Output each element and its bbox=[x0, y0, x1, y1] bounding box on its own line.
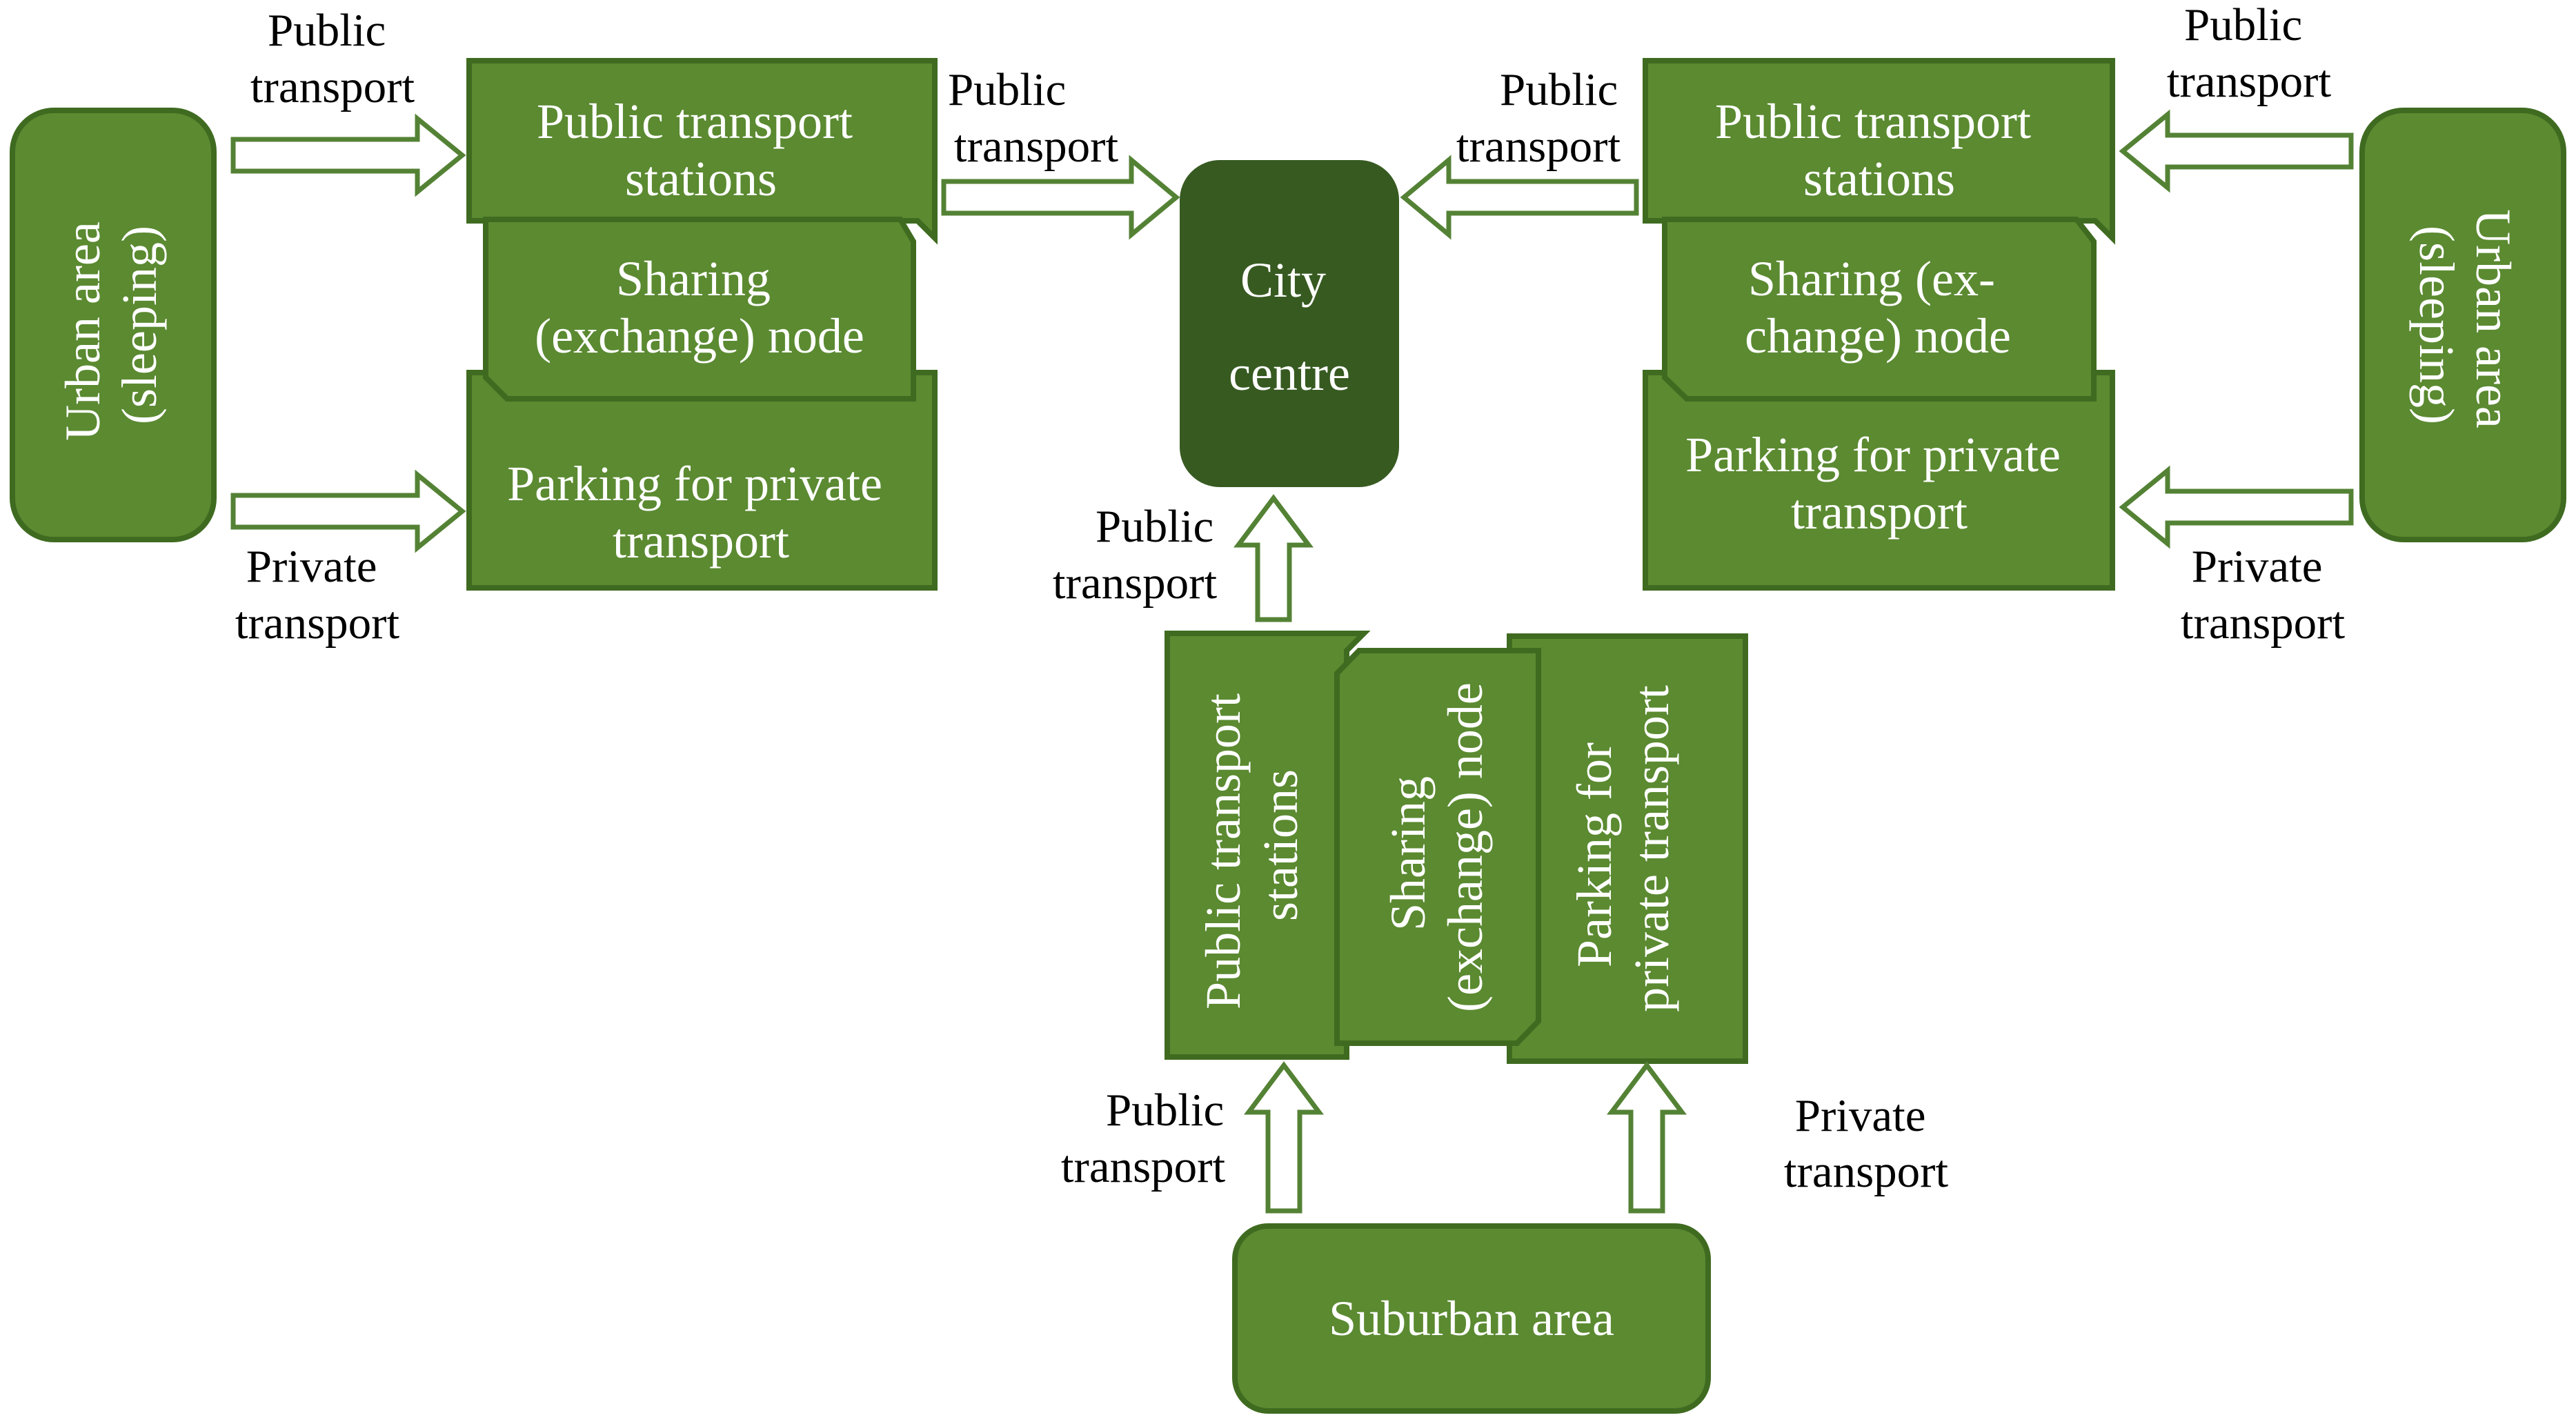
city-centre-box bbox=[1180, 160, 1399, 487]
bottom-sharing-node-text: Sharing (exchange) node bbox=[1380, 682, 1493, 1012]
left-sharing-node-text: Sharing (exchange) node bbox=[535, 251, 864, 364]
suburban-area-box bbox=[1232, 1223, 1711, 1414]
right-pt-stations-text: Public transport stations bbox=[1715, 94, 2043, 206]
right-sharing-node-text: Sharing (ex- change) node bbox=[1745, 251, 2011, 364]
left-sharing-node-box bbox=[483, 217, 916, 402]
bottom-private-in-arrow[interactable] bbox=[1607, 1061, 1687, 1214]
bottom-pt-stations-text: Public transport stations bbox=[1196, 681, 1308, 1009]
left-public-in-arrow[interactable] bbox=[230, 113, 466, 197]
right-public-out-label: Public transport bbox=[1456, 64, 1629, 172]
right-private-in-arrow[interactable] bbox=[2119, 465, 2354, 549]
left-pt-stations-box bbox=[466, 58, 938, 245]
left-private-in-label: Private transport bbox=[235, 541, 400, 649]
right-urban-area-box bbox=[2359, 108, 2566, 542]
left-parking-text: Parking for private transport bbox=[507, 456, 895, 569]
bottom-public-up-label: Public transport bbox=[1053, 501, 1225, 609]
bottom-parking-text: Parking for private transport bbox=[1567, 685, 1679, 1012]
right-public-in-arrow[interactable] bbox=[2119, 109, 2354, 193]
left-private-in-arrow[interactable] bbox=[230, 469, 466, 553]
bottom-cluster: Parking for private transport Public tra… bbox=[1053, 494, 1949, 1414]
right-pt-stations-box bbox=[1643, 58, 2115, 245]
right-public-in-label: Public transport bbox=[2167, 0, 2332, 107]
left-public-out-arrow[interactable] bbox=[941, 155, 1180, 240]
right-sharing-node-box bbox=[1662, 217, 2097, 402]
left-urban-area-box bbox=[10, 108, 217, 542]
left-public-out-label: Public transport bbox=[948, 64, 1118, 172]
right-private-in-label: Private transport bbox=[2181, 541, 2346, 649]
right-urban-area-text: Urban area (sleeping) bbox=[2409, 209, 2521, 441]
bottom-public-in-label: Public transport bbox=[1061, 1085, 1236, 1192]
left-public-in-label: Public transport bbox=[250, 5, 415, 112]
right-parking-text: Parking for private transport bbox=[1685, 427, 2073, 540]
city-centre-text: City centre bbox=[1229, 253, 1350, 401]
bottom-private-in-label: Private transport bbox=[1784, 1090, 1949, 1197]
city-centre: City centre bbox=[1180, 160, 1399, 487]
right-public-out-arrow[interactable] bbox=[1400, 155, 1639, 240]
bottom-public-in-arrow[interactable] bbox=[1244, 1061, 1324, 1214]
suburban-area-text: Suburban area bbox=[1329, 1291, 1614, 1346]
left-pt-stations-text: Public transport stations bbox=[537, 94, 865, 206]
right-cluster: Urban area (sleeping) Parking for privat… bbox=[1400, 0, 2566, 649]
left-cluster: Urban area (sleeping) Parking for privat… bbox=[10, 5, 1180, 649]
bottom-public-up-arrow[interactable] bbox=[1233, 494, 1314, 622]
left-urban-area-text: Urban area (sleeping) bbox=[55, 209, 167, 441]
bottom-sharing-node-box bbox=[1334, 648, 1541, 1046]
